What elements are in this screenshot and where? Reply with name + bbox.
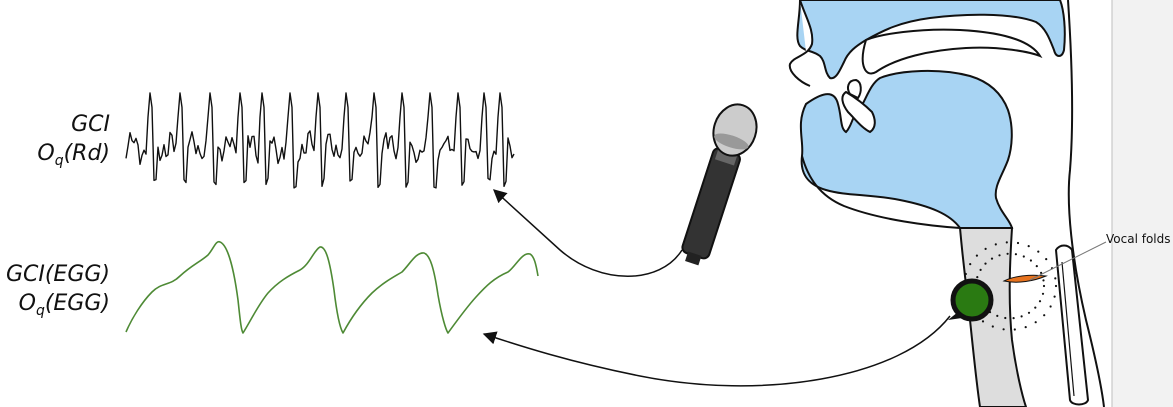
palate bbox=[863, 30, 1040, 74]
fold-dot bbox=[980, 269, 982, 271]
fold-dot bbox=[1035, 321, 1037, 323]
fold-dot bbox=[1055, 285, 1057, 287]
fold-dot bbox=[1034, 307, 1036, 309]
electrode-to-egg-arrow bbox=[484, 316, 950, 386]
fold-dot bbox=[1054, 296, 1056, 298]
fold-dot bbox=[1045, 258, 1047, 260]
fold-dot bbox=[1023, 255, 1025, 257]
fold-dot bbox=[1003, 328, 1005, 330]
fold-dot bbox=[996, 315, 998, 317]
oral-cavity bbox=[801, 71, 1012, 228]
background-shade bbox=[1112, 0, 1173, 407]
fold-dot bbox=[991, 258, 993, 260]
fold-dot bbox=[1028, 312, 1030, 314]
fold-dot bbox=[1036, 265, 1038, 267]
fold-dot bbox=[982, 320, 984, 322]
egg-oq-label: Oq(EGG) bbox=[19, 291, 110, 319]
fold-dot bbox=[1028, 245, 1030, 247]
fold-dot bbox=[976, 276, 978, 278]
fold-dot bbox=[1006, 241, 1008, 243]
fold-dot bbox=[1030, 259, 1032, 261]
fold-dot bbox=[969, 263, 971, 265]
esophagus-shape bbox=[1056, 246, 1088, 405]
fold-dot bbox=[1017, 242, 1019, 244]
fold-dot bbox=[1007, 253, 1009, 255]
fold-dot bbox=[965, 273, 967, 275]
fold-dot bbox=[995, 243, 997, 245]
fold-dot bbox=[1021, 315, 1023, 317]
fold-dot bbox=[1043, 314, 1045, 316]
fold-dot bbox=[1043, 285, 1045, 287]
fold-dot bbox=[1013, 317, 1015, 319]
fold-dot bbox=[998, 254, 1000, 256]
fold-dot bbox=[1025, 326, 1027, 328]
fold-dot bbox=[1004, 317, 1006, 319]
egg-waveform bbox=[126, 242, 538, 333]
microphone-icon bbox=[672, 99, 763, 270]
egg-electrode-icon bbox=[948, 281, 991, 320]
fold-dot bbox=[992, 325, 994, 327]
fold-dot bbox=[1014, 328, 1016, 330]
fold-dot bbox=[1050, 305, 1052, 307]
fold-dot bbox=[1042, 293, 1044, 295]
fold-dot bbox=[985, 248, 987, 250]
fold-dot bbox=[1054, 277, 1056, 279]
audio-oq-label: Oq(Rd) bbox=[37, 141, 110, 169]
fold-dot bbox=[1042, 279, 1044, 281]
vocal-folds-label: Vocal folds bbox=[1106, 232, 1171, 246]
fold-dot bbox=[1015, 253, 1017, 255]
fold-dot bbox=[1037, 251, 1039, 253]
egg-gci-label: GCI(EGG) bbox=[6, 262, 110, 287]
fold-dot bbox=[1039, 300, 1041, 302]
audio-gci-label: GCI bbox=[71, 112, 110, 137]
microphone-to-speech-arrow bbox=[494, 190, 682, 276]
speech-waveform bbox=[126, 93, 514, 188]
fold-dot bbox=[984, 263, 986, 265]
fold-dot bbox=[976, 255, 978, 257]
